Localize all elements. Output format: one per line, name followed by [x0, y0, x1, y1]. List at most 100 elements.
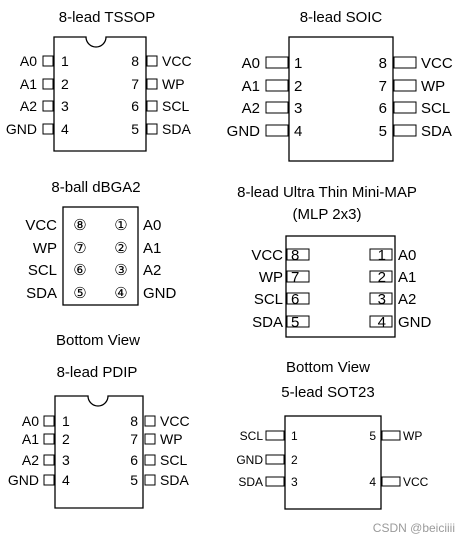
- soic-package: 8-lead SOIC A0 A1 A2 GND 1 2 3 4 8 7 6 5…: [227, 9, 453, 162]
- dbga2-ball-number: ⑥: [73, 262, 86, 279]
- minimap-pad-3: [369, 292, 393, 305]
- dbga2-ball-number: ④: [114, 285, 127, 302]
- dbga2-ball-name: SCL: [28, 262, 57, 279]
- tssop-title: 8-lead TSSOP: [59, 9, 155, 26]
- tssop-pin-1-lead: [42, 55, 54, 67]
- sot23-pin-number: 1: [291, 429, 298, 443]
- sot23-pin-number: 4: [369, 475, 376, 489]
- dbga2-title: 8-ball dBGA2: [51, 179, 140, 196]
- pdip-pin-1-lead: [43, 415, 55, 427]
- dbga2-ball-name: A2: [143, 262, 161, 279]
- soic-pin-name: GND: [227, 123, 261, 140]
- sot23-pin-name: GND: [236, 453, 263, 467]
- sot23-pin-3-lead: [265, 476, 285, 487]
- minimap-pin-name: A1: [398, 269, 416, 286]
- minimap-pin-name: GND: [398, 314, 432, 331]
- minimap-pin-number: 8: [291, 247, 299, 264]
- tssop-pin-4-lead: [42, 123, 54, 135]
- minimap-view-caption: Bottom View: [286, 359, 370, 376]
- pdip-pin-number: 8: [130, 413, 138, 429]
- sot23-pin-2-lead: [265, 454, 285, 465]
- soic-pin-name: A2: [242, 100, 260, 117]
- pdip-pin-name: A2: [22, 452, 39, 468]
- dbga2-ball-number: ②: [114, 240, 127, 257]
- sot23-title: 5-lead SOT23: [281, 384, 374, 401]
- pdip-pin-3-lead: [43, 454, 55, 466]
- minimap-pin-number: 7: [291, 269, 299, 286]
- tssop-pin-7-lead: [146, 78, 158, 90]
- tssop-pin-name: VCC: [162, 53, 192, 69]
- dbga2-ball-name: A0: [143, 217, 161, 234]
- tssop-pin-number: 3: [61, 98, 69, 114]
- tssop-pin-6-lead: [146, 100, 158, 112]
- dbga2-ball-number: ①: [114, 217, 127, 234]
- tssop-pin-2-lead: [42, 78, 54, 90]
- tssop-package: 8-lead TSSOP A0 A1 A2 GND 1 2 3 4 8 7 6 …: [6, 9, 192, 152]
- soic-pin-number: 6: [379, 100, 387, 117]
- soic-pin-8-lead: [393, 56, 417, 69]
- pdip-pin-name: WP: [160, 431, 183, 447]
- tssop-pin-number: 7: [131, 76, 139, 92]
- soic-pin-number: 4: [294, 123, 302, 140]
- minimap-package: 8-lead Ultra Thin Mini-MAP (MLP 2x3) VCC…: [237, 184, 431, 376]
- minimap-pad-1: [369, 248, 393, 261]
- soic-title: 8-lead SOIC: [300, 9, 383, 26]
- sot23-pin-5-lead: [381, 430, 401, 441]
- pdip-pin-name: SDA: [160, 472, 189, 488]
- soic-pin-2-lead: [265, 79, 289, 92]
- tssop-pin-number: 6: [131, 98, 139, 114]
- minimap-pin-number: 1: [378, 247, 386, 264]
- minimap-pad-2: [369, 270, 393, 283]
- soic-pin-name: A0: [242, 55, 260, 72]
- tssop-pin-name: SDA: [162, 121, 191, 137]
- pdip-title: 8-lead PDIP: [57, 364, 138, 381]
- pdip-pin-number: 1: [62, 413, 70, 429]
- dbga2-ball-name: SDA: [26, 285, 57, 302]
- soic-pin-1-lead: [265, 56, 289, 69]
- sot23-package: 5-lead SOT23 SCL GND SDA 1 2 3 5 4 WP VC…: [236, 384, 429, 510]
- pdip-pin-2-lead: [43, 433, 55, 445]
- tssop-pin-name: GND: [6, 121, 37, 137]
- minimap-pad-4: [369, 315, 393, 328]
- minimap-pin-number: 6: [291, 291, 299, 308]
- soic-pin-5-lead: [393, 124, 417, 137]
- pdip-pin-number: 5: [130, 472, 138, 488]
- minimap-pad-7: [286, 270, 310, 283]
- dbga2-ball-name: GND: [143, 285, 177, 302]
- minimap-pin-number: 2: [378, 269, 386, 286]
- soic-pin-name: WP: [421, 78, 445, 95]
- tssop-pin-8-lead: [146, 55, 158, 67]
- minimap-pin-number: 5: [291, 314, 299, 331]
- pdip-pin-number: 2: [62, 431, 70, 447]
- soic-pin-number: 2: [294, 78, 302, 95]
- minimap-pin-name: SDA: [252, 314, 283, 331]
- sot23-pin-4-lead: [381, 476, 401, 487]
- csdn-watermark: CSDN @beiciiii: [373, 521, 455, 535]
- soic-pin-name: SDA: [421, 123, 452, 140]
- tssop-pin-number: 5: [131, 121, 139, 137]
- soic-pin-number: 8: [379, 55, 387, 72]
- tssop-pin-number: 4: [61, 121, 69, 137]
- sot23-pin-name: WP: [403, 429, 422, 443]
- minimap-pad-5: [286, 315, 310, 328]
- sot23-pin-number: 2: [291, 453, 298, 467]
- pdip-pin-name: VCC: [160, 413, 190, 429]
- soic-pin-3-lead: [265, 101, 289, 114]
- sot23-pin-number: 3: [291, 475, 298, 489]
- soic-pin-number: 1: [294, 55, 302, 72]
- tssop-pin-3-lead: [42, 100, 54, 112]
- dbga2-ball-name: VCC: [25, 217, 57, 234]
- pdip-pin-number: 3: [62, 452, 70, 468]
- pdip-pin-8-lead: [144, 415, 156, 427]
- pdip-pin-number: 6: [130, 452, 138, 468]
- soic-pin-name: A1: [242, 78, 260, 95]
- soic-body: [288, 36, 394, 162]
- minimap-pin-name: A0: [398, 247, 416, 264]
- minimap-pin-name: VCC: [251, 247, 283, 264]
- dbga2-ball-number: ③: [114, 262, 127, 279]
- sot23-pin-1-lead: [265, 430, 285, 441]
- dbga2-body: [62, 206, 139, 306]
- soic-pin-7-lead: [393, 79, 417, 92]
- dbga2-ball-name: A1: [143, 240, 161, 257]
- pdip-pin-4-lead: [43, 474, 55, 486]
